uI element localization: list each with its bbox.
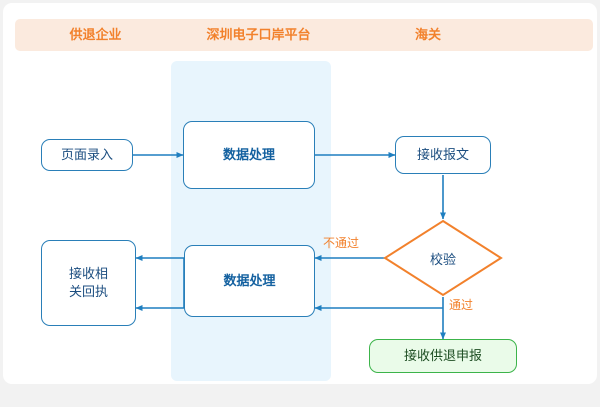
- node-receive-message-label: 接收报文: [416, 147, 469, 162]
- diamond-shape: [383, 219, 503, 297]
- node-data-process-bottom[interactable]: 数据处理: [184, 245, 315, 317]
- lane-title-customs: 海关: [414, 27, 441, 42]
- edge-label-pass: 通过: [449, 298, 474, 312]
- node-receive-receipt-label: 接收相 关回执: [68, 266, 108, 299]
- node-accept-declaration[interactable]: 接收供退申报: [369, 339, 517, 373]
- diagram-card: 供退企业 深圳电子口岸平台 海关: [3, 3, 597, 384]
- node-receive-message[interactable]: 接收报文: [395, 136, 491, 174]
- node-page-entry[interactable]: 页面录入: [41, 139, 133, 171]
- lane-title-shenzhen-eport-platform: 深圳电子口岸平台: [206, 27, 311, 42]
- lane-title-supplier-enterprise: 供退企业: [69, 27, 122, 42]
- edge-label-fail: 不通过: [323, 236, 360, 250]
- node-receive-receipt[interactable]: 接收相 关回执: [41, 240, 136, 326]
- platform-lane-background: [171, 61, 331, 381]
- swimlane-header-band: [15, 19, 593, 51]
- node-data-process-top-label: 数据处理: [222, 147, 275, 162]
- node-page-entry-label: 页面录入: [60, 147, 113, 162]
- node-accept-declaration-label: 接收供退申报: [403, 348, 482, 363]
- node-verify-label: 校验: [429, 251, 456, 267]
- node-verify[interactable]: 校验: [383, 219, 503, 297]
- node-data-process-top[interactable]: 数据处理: [183, 121, 315, 189]
- node-data-process-bottom-label: 数据处理: [223, 273, 276, 288]
